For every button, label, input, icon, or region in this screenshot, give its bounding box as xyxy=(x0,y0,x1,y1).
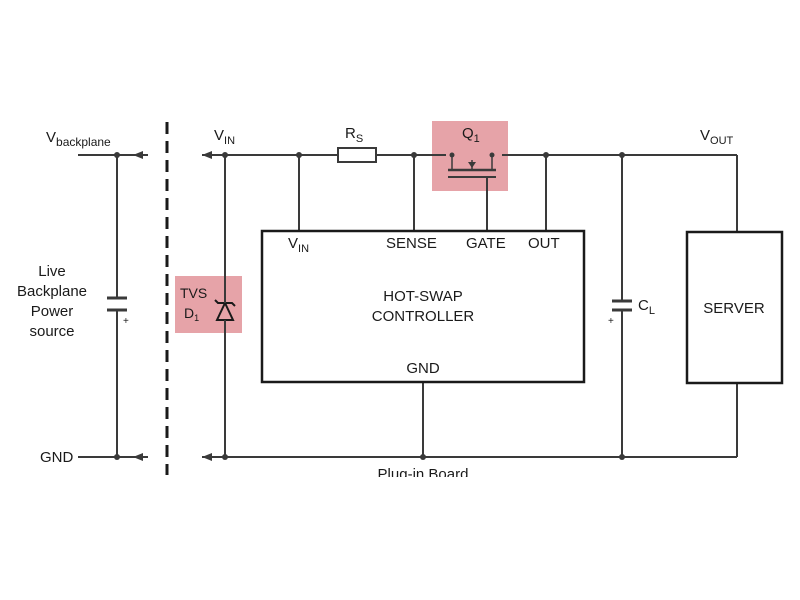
junction-dot xyxy=(420,454,426,460)
mosfet-arrow xyxy=(468,162,476,168)
backplane-top-arrow xyxy=(133,151,143,159)
junction-dot xyxy=(411,152,417,158)
controller-title-line2: CONTROLLER xyxy=(372,308,475,325)
rs-label: RS xyxy=(345,125,363,145)
controller-title-line1: HOT-SWAP xyxy=(383,288,462,305)
tvs-label: TVS xyxy=(180,285,207,301)
pin-out-label: OUT xyxy=(528,235,560,252)
crop-mask xyxy=(340,477,510,489)
pin-gnd-label: GND xyxy=(406,360,440,377)
pin-gate-label: GATE xyxy=(466,235,506,252)
junction-dot xyxy=(543,152,549,158)
vout-label: VOUT xyxy=(700,127,734,147)
source-cap-plus: + xyxy=(123,316,129,327)
board-gnd-arrow xyxy=(202,453,212,461)
tvs-diode-gap xyxy=(215,294,235,324)
junction-dot xyxy=(449,152,455,158)
pin-sense-label: SENSE xyxy=(386,235,437,252)
vin-rail-label: VIN xyxy=(214,127,235,147)
junction-dot xyxy=(222,152,228,158)
board-top-arrow xyxy=(202,151,212,159)
junction-dot xyxy=(114,152,120,158)
backplane-gnd-arrow xyxy=(133,453,143,461)
hot-swap-controller-box xyxy=(260,229,586,384)
cl-label: CL xyxy=(638,297,655,317)
source-label-line3: Power xyxy=(31,303,74,320)
junction-dot xyxy=(114,454,120,460)
q1-label: Q1 xyxy=(462,125,480,145)
junction-dot xyxy=(619,152,625,158)
source-label-line1: Live xyxy=(38,263,66,280)
cl-plus: + xyxy=(608,316,614,327)
source-label-line4: source xyxy=(29,323,74,340)
mosfet-gap xyxy=(446,150,502,160)
server-label: SERVER xyxy=(703,300,765,317)
server-box xyxy=(685,230,784,385)
sense-resistor xyxy=(337,147,377,163)
source-label-line2: Backplane xyxy=(17,283,87,300)
junction-dot xyxy=(296,152,302,158)
vbackplane-label: Vbackplane xyxy=(46,129,111,149)
pin-vin-label: VIN xyxy=(288,235,309,255)
junction-dot xyxy=(222,454,228,460)
gnd-left-label: GND xyxy=(40,449,74,466)
junction-dot xyxy=(489,152,495,158)
junction-dot xyxy=(619,454,625,460)
tvs-d1-label: D1 xyxy=(184,305,199,323)
